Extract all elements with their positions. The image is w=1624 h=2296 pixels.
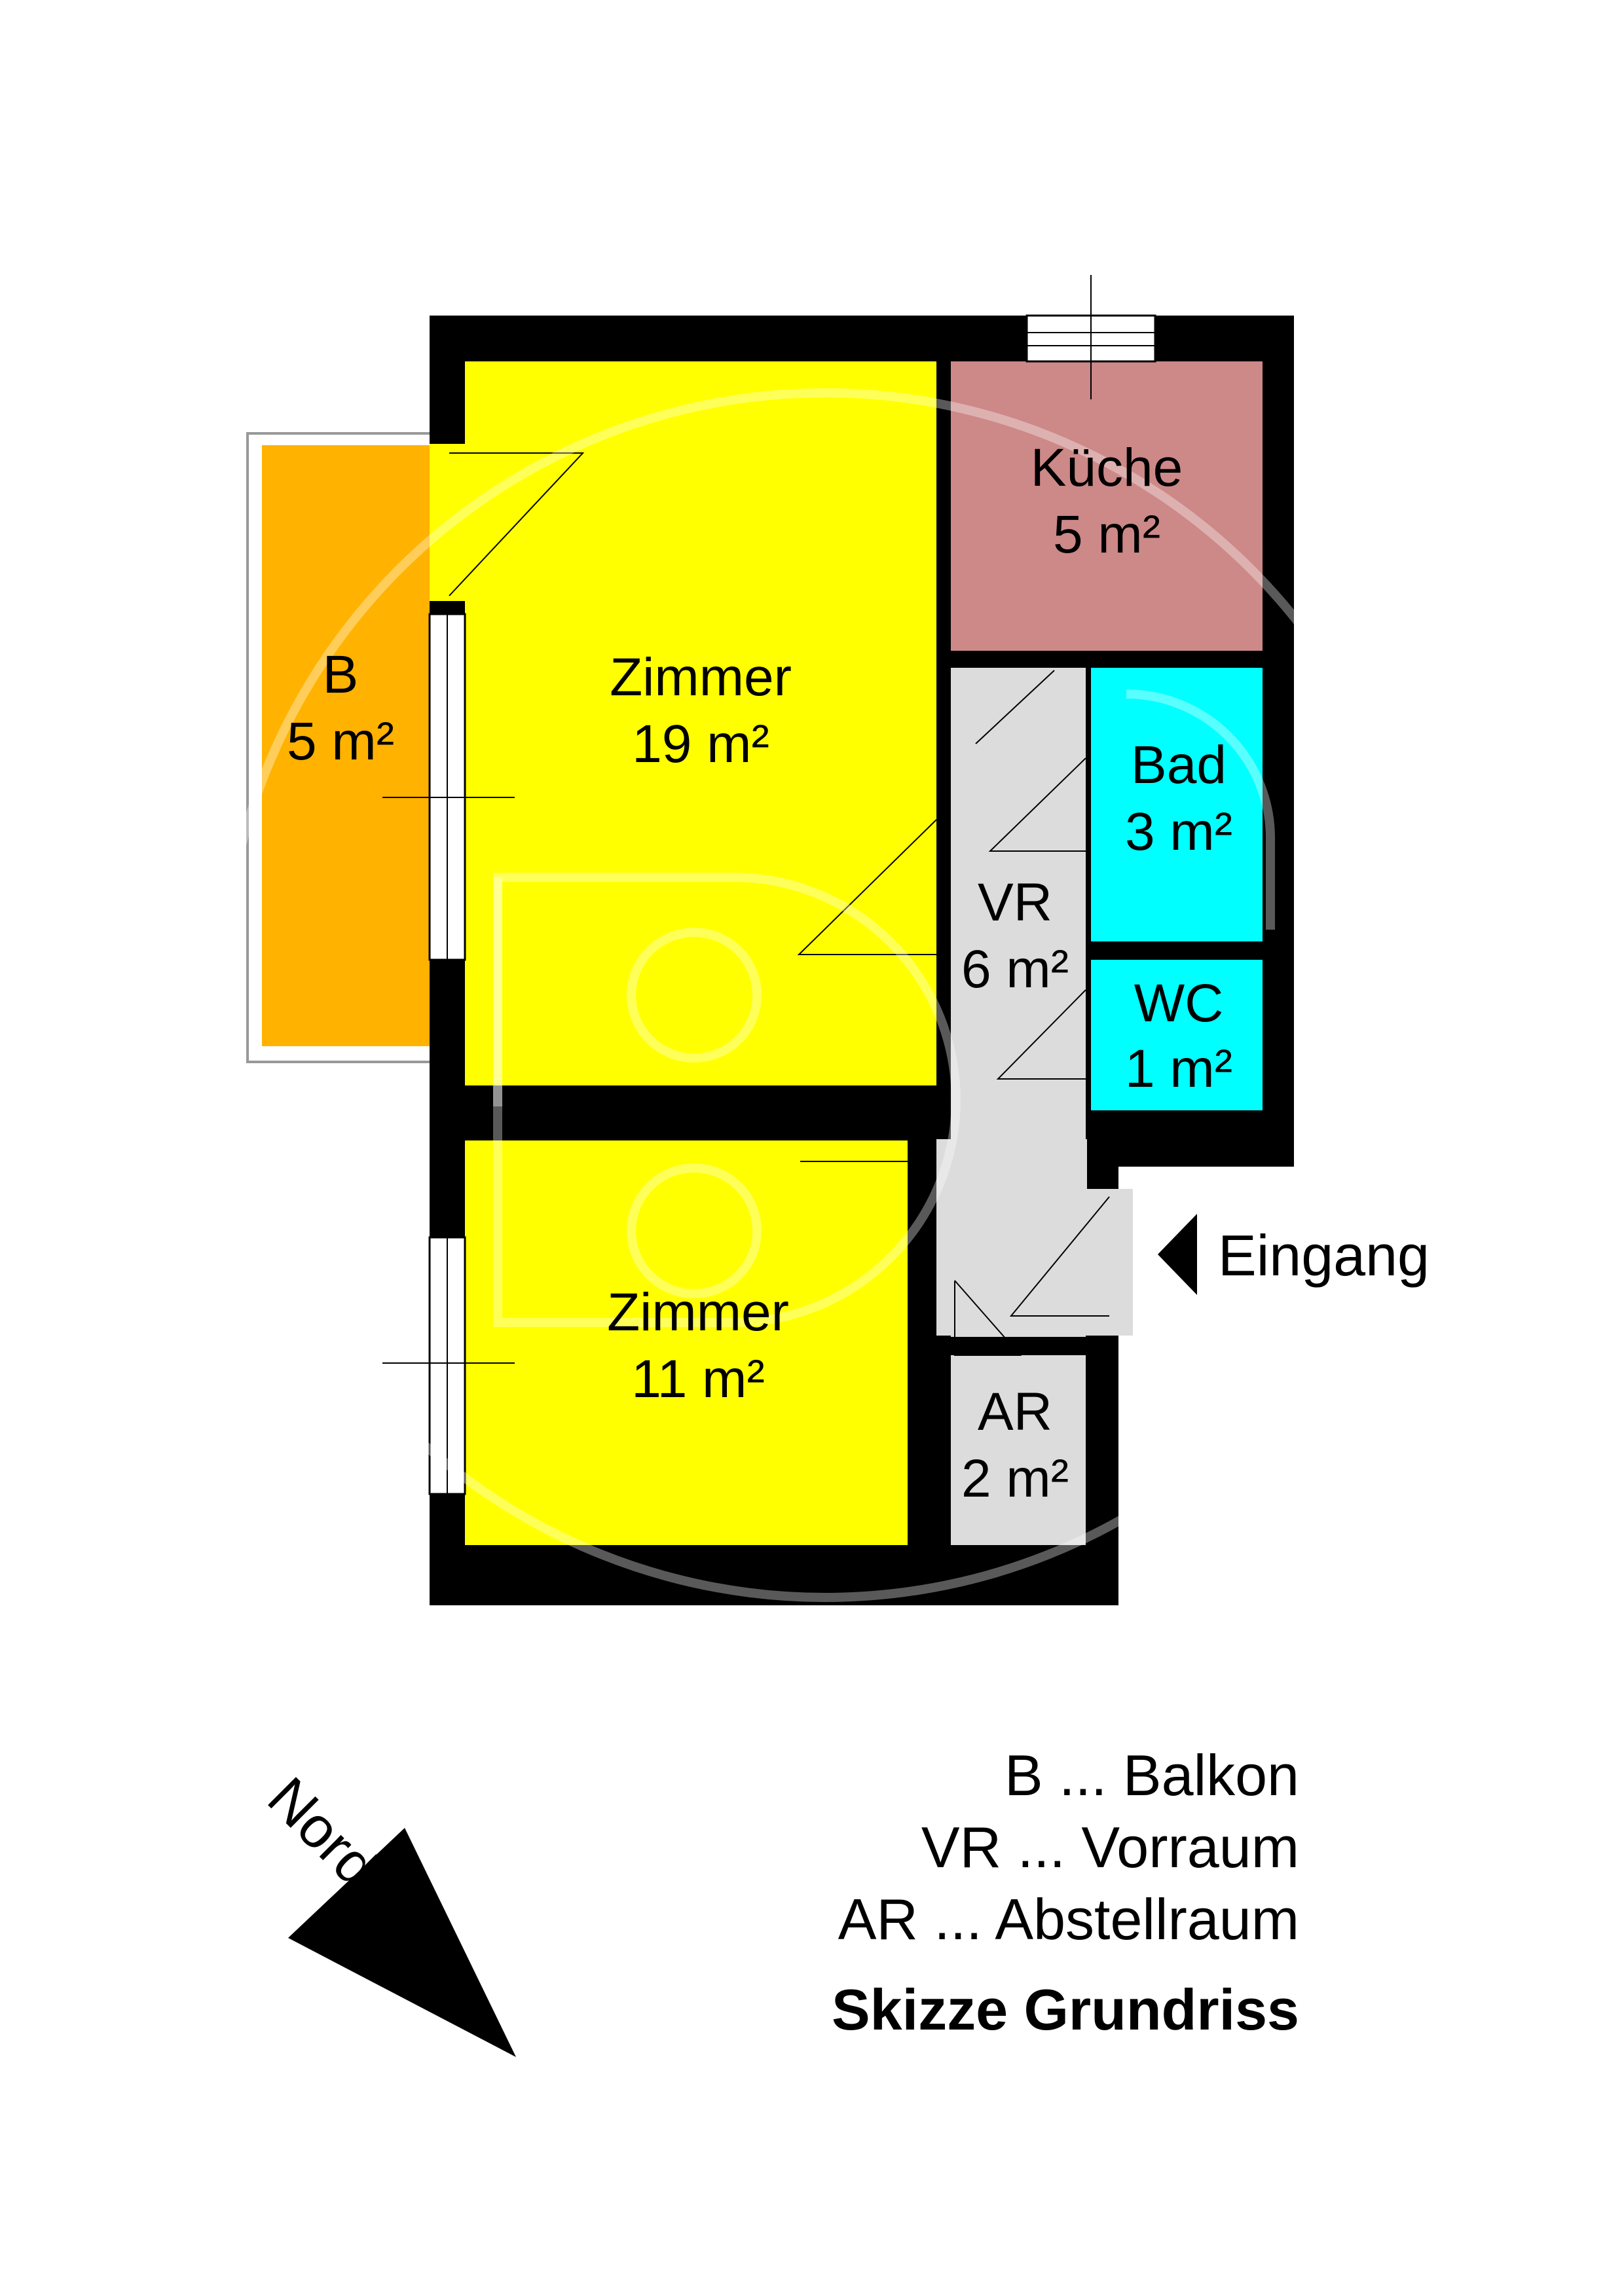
north-arrow: Norden: [256, 1764, 516, 2057]
room-label-bad: Bad 3 m²: [1125, 735, 1232, 862]
legend: B ... Balkon VR ... Vorraum AR ... Abste…: [832, 1743, 1299, 2042]
svg-text:Küche: Küche: [1031, 438, 1183, 498]
svg-text:Zimmer: Zimmer: [607, 1283, 789, 1342]
room-zimmer1-fill: [465, 361, 936, 1085]
room-kueche-fill: [951, 361, 1263, 651]
room-wc-fill: [1091, 960, 1263, 1110]
svg-text:11 m²: 11 m²: [631, 1349, 765, 1409]
svg-text:3 m²: 3 m²: [1125, 802, 1232, 862]
door-swings: [449, 452, 1110, 1356]
room-label-zimmer2: Zimmer 11 m²: [607, 1283, 789, 1409]
svg-text:B: B: [323, 645, 359, 704]
svg-text:WC: WC: [1134, 974, 1224, 1033]
balcony-door-opening: [430, 444, 465, 601]
window-zimmer2: [382, 1236, 515, 1495]
legend-item-vorraum: VR ... Vorraum: [921, 1815, 1299, 1880]
window-kueche: [1025, 275, 1156, 399]
room-label-vorraum: VR 6 m²: [961, 873, 1069, 999]
room-abstell-fill: [951, 1355, 1086, 1545]
legend-item-abstellraum: AR ... Abstellraum: [838, 1887, 1299, 1952]
north-arrow-icon: [288, 1828, 516, 2057]
entrance-marker: Eingang: [1158, 1214, 1430, 1295]
svg-text:1 m²: 1 m²: [1125, 1039, 1232, 1099]
room-label-balkon: B 5 m²: [287, 645, 394, 771]
svg-text:VR: VR: [978, 873, 1052, 932]
entrance-opening: [1113, 1189, 1133, 1336]
room-balkon-fill: [262, 445, 430, 1046]
svg-text:Bad: Bad: [1131, 735, 1227, 795]
svg-text:19 m²: 19 m²: [632, 714, 769, 774]
svg-text:5 m²: 5 m²: [1053, 505, 1160, 564]
watermark-logo: [218, 388, 1432, 1602]
svg-text:6 m²: 6 m²: [961, 939, 1069, 999]
room-label-zimmer1: Zimmer 19 m²: [610, 647, 792, 774]
room-label-abstell: AR 2 m²: [961, 1382, 1069, 1508]
svg-text:2 m²: 2 m²: [961, 1449, 1069, 1508]
room-label-wc: WC 1 m²: [1125, 974, 1232, 1099]
legend-item-balkon: B ... Balkon: [1005, 1743, 1299, 1808]
room-bad-fill: [1091, 668, 1263, 941]
room-zimmer2-fill: [465, 1140, 908, 1545]
svg-text:Zimmer: Zimmer: [610, 647, 792, 707]
entrance-arrow-icon: [1158, 1214, 1197, 1295]
svg-text:5 m²: 5 m²: [287, 712, 394, 771]
room-label-kueche: Küche 5 m²: [1031, 438, 1183, 564]
entrance-label: Eingang: [1218, 1223, 1430, 1288]
svg-text:AR: AR: [978, 1382, 1052, 1442]
window-zimmer1: [382, 613, 515, 961]
plan-title: Skizze Grundriss: [832, 1977, 1299, 2042]
